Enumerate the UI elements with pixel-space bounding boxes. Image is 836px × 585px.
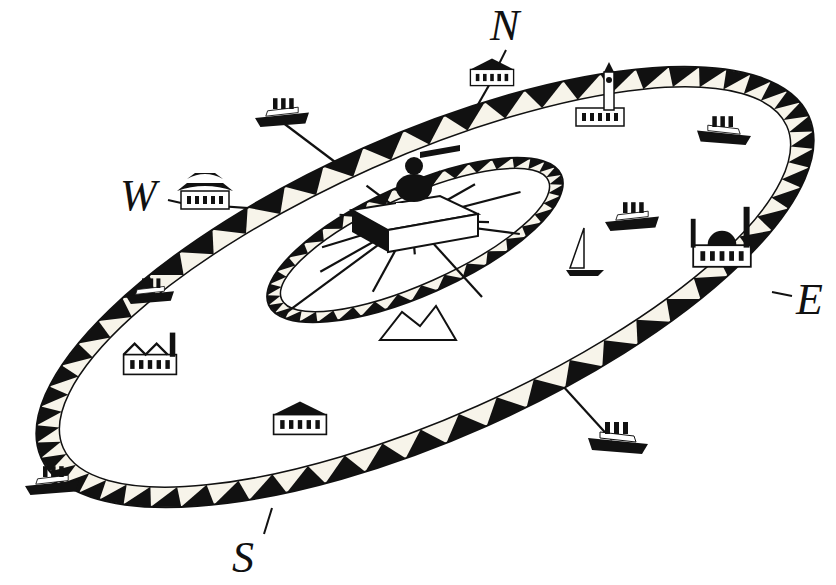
desk-figure	[352, 145, 478, 252]
building-icon	[470, 59, 513, 86]
destination-icons	[25, 59, 751, 495]
ring-tooth	[789, 116, 813, 132]
ring-tooth	[486, 251, 507, 265]
ring-tooth	[636, 67, 669, 89]
ring-tooth	[151, 487, 181, 507]
building-icon	[177, 173, 233, 209]
ship-icon	[25, 466, 79, 495]
ring-tooth	[602, 340, 637, 366]
ring-tooth	[248, 187, 285, 214]
ring-tooth	[78, 321, 110, 344]
ring-tooth	[636, 320, 670, 345]
ring-tooth	[180, 230, 214, 255]
cardinal-tick	[772, 292, 792, 296]
ring-tooth	[323, 148, 363, 177]
ring-tooth	[506, 237, 526, 251]
ship-icon	[697, 116, 751, 145]
ring-tooth	[699, 67, 726, 87]
ring-tooth	[267, 284, 281, 295]
ring-tooth	[446, 414, 486, 443]
compass-letter: S	[232, 536, 254, 580]
ring-tooth	[669, 67, 699, 87]
building-icon	[274, 401, 327, 434]
ring-tooth	[784, 103, 809, 120]
ring-tooth	[788, 149, 813, 168]
ship-icon	[255, 98, 309, 127]
ring-tooth	[285, 167, 324, 195]
ring-tooth	[181, 485, 214, 507]
ring-tooth	[124, 487, 151, 507]
cardinal-tick	[264, 508, 272, 534]
ring-tooth	[527, 379, 566, 407]
ring-tooth	[404, 116, 445, 145]
ring-tooth	[774, 91, 800, 109]
ring-tooth	[267, 295, 280, 305]
building-icon	[124, 333, 177, 375]
ring-tooth	[513, 158, 531, 168]
ring-tooth	[214, 481, 249, 505]
ring-tooth	[269, 303, 284, 313]
ship-icon	[126, 278, 174, 304]
ring-tooth	[363, 131, 403, 160]
ring-tooth	[304, 229, 324, 243]
ring-tooth	[406, 429, 447, 458]
sailboat-icon	[566, 228, 604, 276]
ring-tooth	[791, 132, 814, 149]
ring-tooth	[546, 167, 561, 177]
building-icon	[576, 62, 624, 126]
ring-tooth	[300, 312, 318, 322]
ring-tooth	[212, 208, 247, 234]
building-icon	[691, 207, 751, 267]
ring-tooth	[666, 299, 700, 322]
ring-tooth	[323, 215, 344, 229]
ring-tooth	[565, 360, 602, 387]
compass-letter: N	[490, 4, 519, 48]
compass-letter: E	[796, 278, 823, 322]
ring-tooth	[149, 252, 183, 275]
ring-tooth	[37, 442, 61, 458]
ring-tooth	[462, 263, 486, 278]
ring-tooth	[37, 425, 60, 442]
ring-tooth	[37, 407, 62, 426]
ring-tooth	[548, 185, 562, 196]
ring-tooth	[694, 276, 728, 299]
ship-icon	[605, 202, 659, 231]
inner-ring	[246, 125, 583, 356]
compass-letter: W	[120, 174, 157, 218]
rock-icon	[380, 306, 456, 340]
ship-icon	[588, 422, 648, 454]
ring-tooth	[98, 298, 131, 321]
ring-tooth	[487, 397, 527, 426]
